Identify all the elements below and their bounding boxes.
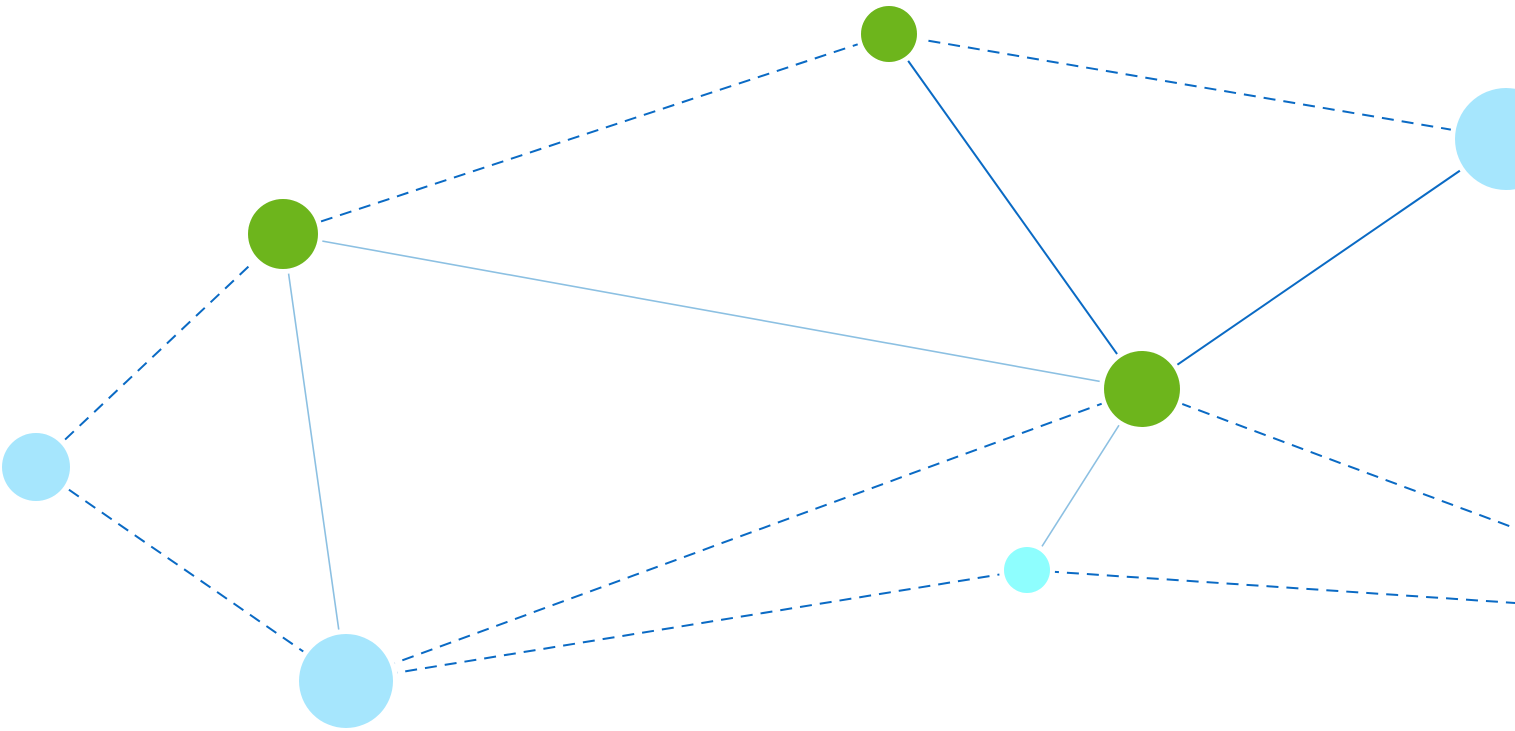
node-left-blue [2,433,70,501]
edge-top-green-to-center-green [888,33,1143,390]
edge-top-green-to-top-right-blue [888,33,1507,140]
edge-center-green-to-top-right-blue [1141,138,1507,390]
edge-small-cyan-to-offscreen-right-low [1026,569,1515,604]
node-top-right-blue [1455,88,1515,190]
node-bottom-left-blue [299,634,393,728]
node-small-cyan [1004,547,1050,593]
edge-bottom-left-blue-to-center-green [345,388,1143,682]
edge-left-green-to-bottom-left-blue [282,233,347,682]
edge-left-blue-to-bottom-left-blue [35,466,347,682]
node-left-green [248,199,318,269]
node-top-green [861,6,917,62]
edge-left-blue-to-left-green [35,233,284,468]
edge-left-green-to-center-green [282,233,1143,390]
node-center-green [1104,351,1180,427]
edge-bottom-left-blue-to-small-cyan [345,569,1028,682]
edge-left-green-to-top-green [282,33,890,235]
edge-center-green-to-offscreen-right-mid [1141,388,1515,530]
edges-layer [35,33,1515,682]
